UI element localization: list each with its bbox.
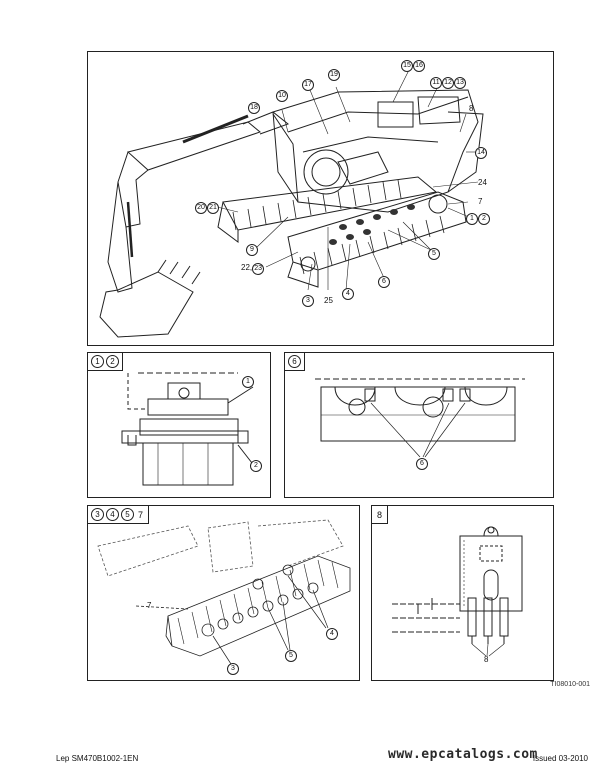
detail-panel-8: 8 8	[371, 505, 554, 681]
callout-6: 6	[416, 458, 428, 470]
callout-17: 17	[302, 79, 314, 91]
callout-5: 5	[285, 650, 297, 662]
callout-7: 7	[478, 197, 483, 206]
travel-motor-drawing	[121, 372, 254, 486]
callout-1: 1	[242, 376, 254, 388]
callout-22-23: 22,23	[241, 263, 265, 275]
track-rollers-drawing	[315, 378, 525, 458]
callout-5: 5	[428, 248, 440, 260]
figure-code: TI08010-001	[550, 681, 590, 688]
detail-panel-3-4-5-7: 3 4 5 7 7 4 5 3	[87, 505, 360, 681]
callout-6: 6	[378, 276, 390, 288]
callout-3: 3	[302, 295, 314, 307]
panel-header: 3 4 5 7	[88, 506, 150, 524]
panel-header: 8	[372, 506, 389, 524]
excavator-drawing	[99, 67, 484, 338]
callout-19: 19	[328, 69, 340, 81]
panel-header: 1 2	[88, 353, 123, 371]
watermark: www.epcatalogs.com	[388, 747, 538, 762]
callout-18: 18	[248, 102, 260, 114]
detail-panel-1-2: 1 2 1 2	[87, 352, 271, 498]
callout-2: 2	[250, 460, 262, 472]
panel-header: 6	[285, 353, 305, 371]
detail-panel-6: 6 6	[284, 352, 554, 498]
callout-14: 14	[475, 147, 487, 159]
callout-8: 8	[469, 104, 474, 113]
fuel-tank-bracket-drawing	[392, 526, 523, 657]
callout-8: 8	[484, 655, 489, 664]
callout-25: 25	[324, 296, 333, 305]
issue-date: Issued 03-2010	[532, 754, 588, 763]
callout-4: 4	[326, 628, 338, 640]
callout-24: 24	[478, 178, 487, 187]
undercarriage-drawing	[97, 519, 351, 665]
callout-3: 3	[227, 663, 239, 675]
document-code: Lep SM470B1002-1EN	[56, 754, 139, 763]
callout-4: 4	[342, 288, 354, 300]
callout-10: 10	[276, 90, 288, 102]
callout-7: 7	[147, 601, 152, 610]
callout-9: 9	[246, 244, 258, 256]
